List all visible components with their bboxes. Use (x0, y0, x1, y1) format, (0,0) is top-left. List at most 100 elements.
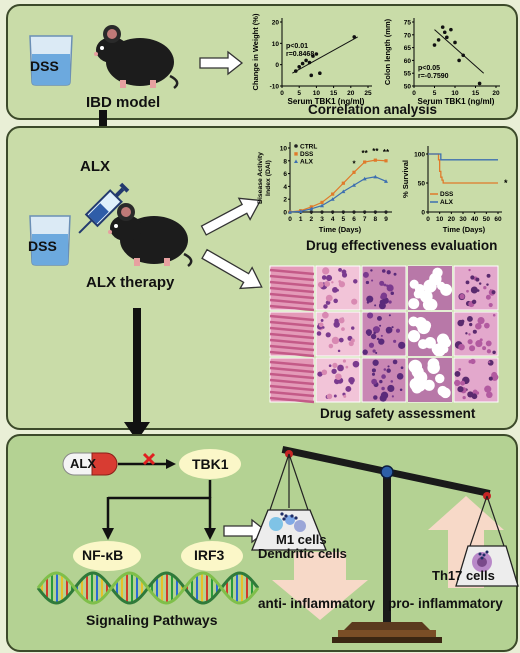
histology-tile (361, 265, 407, 311)
histology-tile (269, 357, 315, 404)
open-arrow-down-icon (201, 248, 263, 290)
weight-xlabel: Serum TBK1 (ng/ml) (288, 97, 365, 106)
dai-ytick-label: 4 (283, 184, 287, 191)
colon-stat-r: r=-0.7590 (418, 73, 449, 80)
open-arrow-icon (199, 50, 244, 76)
dai-point-dss (373, 158, 377, 162)
nfkb-label: NF-κB (82, 547, 124, 563)
colon-xtick-label: 20 (492, 90, 500, 97)
survival-legend: DSS ALX (430, 191, 454, 206)
weight-point (297, 65, 301, 69)
surv-xtick-label: 10 (436, 216, 444, 223)
weight-stat-r: r=0.8468 (286, 51, 314, 58)
dai-xtick-label: 7 (363, 216, 367, 223)
dai-point-ctrl (331, 210, 335, 214)
colon-xtick-label: 5 (433, 90, 437, 97)
open-arrow-up-icon (200, 197, 262, 236)
balance-scale-icon (251, 446, 519, 643)
surv-xtick-label: 30 (459, 216, 467, 223)
dai-significance-star: ** (372, 147, 379, 156)
colon-point (436, 38, 441, 42)
mouse-icon (94, 25, 179, 89)
weight-point (314, 52, 319, 56)
weight-ytick-label: 0 (275, 62, 279, 69)
safety-label: Drug safety assessment (320, 406, 476, 421)
dendritic-cells-label: Dendritic cells (258, 546, 347, 561)
colon-ytick-label: 50 (404, 84, 412, 91)
surv-legend-dss: DSS (440, 191, 454, 198)
dna-strand (36, 571, 260, 605)
histology-tile (407, 311, 453, 357)
pathway-branch-lines (102, 480, 216, 540)
colon-point (445, 35, 449, 40)
beaker-label: DSS (28, 238, 57, 254)
weight-ytick-label: 10 (272, 41, 280, 48)
down-arrow-icon (124, 308, 150, 441)
dai-xlabel: Time (Days) (319, 225, 362, 234)
dai-xtick-label: 8 (374, 216, 378, 223)
dai-point-ctrl (352, 210, 356, 214)
surv-xtick-label: 20 (448, 216, 456, 223)
weight-fit-line (292, 36, 358, 74)
histology-tile (361, 357, 407, 403)
surv-ytick-label: 100 (414, 152, 425, 159)
histology-tile (361, 311, 407, 357)
colon-stat-p: p<0.05 (418, 65, 440, 72)
syringe-icon (78, 182, 130, 234)
histology-tile (269, 265, 315, 312)
histology-tile (453, 311, 499, 357)
histology-tile (407, 265, 453, 311)
dai-xtick-label: 3 (320, 216, 324, 223)
weight-xtick-label: 20 (347, 90, 355, 97)
dai-point-alx (309, 206, 314, 211)
anti-inflammatory-down-arrow (272, 552, 368, 620)
dai-point-alx (330, 197, 335, 201)
panel-alx-therapy: ALX DSS ALX therapy (6, 126, 518, 430)
surv-xtick-label: 0 (426, 216, 430, 223)
colon-xlabel: Serum TBK1 (ng/ml) (418, 97, 495, 106)
histology-tile (315, 311, 361, 357)
colon-point (477, 81, 482, 86)
weight-ytick-label: -10 (270, 84, 280, 91)
dai-xtick-label: 9 (384, 216, 388, 223)
dai-point-ctrl (363, 210, 367, 214)
dai-point-ctrl (309, 210, 313, 214)
inhibit-x-icon (142, 452, 156, 466)
dai-point-ctrl (384, 210, 388, 214)
dai-ytick-label: 10 (280, 146, 288, 153)
dai-xtick-label: 4 (331, 216, 335, 223)
dai-ylabel-line1: Disease Activity (257, 152, 264, 204)
weight-ylabel: Change in Weight (%) (251, 13, 260, 90)
surv-legend-alx: ALX (440, 199, 454, 206)
histology-tile (315, 265, 361, 311)
dai-xtick-label: 1 (299, 216, 303, 223)
dai-series-dss (289, 159, 387, 213)
dai-point-alx (320, 203, 324, 208)
beaker-label: DSS (30, 58, 59, 74)
dai-point-dss (331, 192, 335, 196)
signaling-pathways-label: Signaling Pathways (86, 612, 218, 628)
inhibition-arrow-icon (118, 459, 176, 469)
legend-dss: DSS (300, 151, 314, 158)
dna-helix-icon (36, 571, 260, 605)
dai-ytick-label: 8 (283, 158, 287, 165)
dss-beaker-icon (29, 35, 73, 86)
colon-fit-line (434, 29, 485, 74)
survival-star: * (504, 178, 508, 188)
surv-ylabel: % Survival (401, 160, 410, 198)
colon-ytick-label: 75 (404, 20, 412, 27)
weight-xtick-label: 0 (280, 90, 284, 97)
histology-tile (269, 311, 315, 358)
colon-xtick-label: 10 (451, 90, 459, 97)
weight-point (318, 71, 322, 75)
histology-image-grid (269, 265, 499, 404)
dai-xtick-label: 6 (352, 216, 356, 223)
ibd-model-label: IBD model (86, 94, 161, 111)
weight-ytick-label: 20 (272, 20, 280, 27)
dai-point-ctrl (341, 210, 345, 214)
colon-point (449, 27, 453, 32)
dai-point-alx (373, 174, 378, 179)
dai-point-alx (384, 179, 388, 183)
